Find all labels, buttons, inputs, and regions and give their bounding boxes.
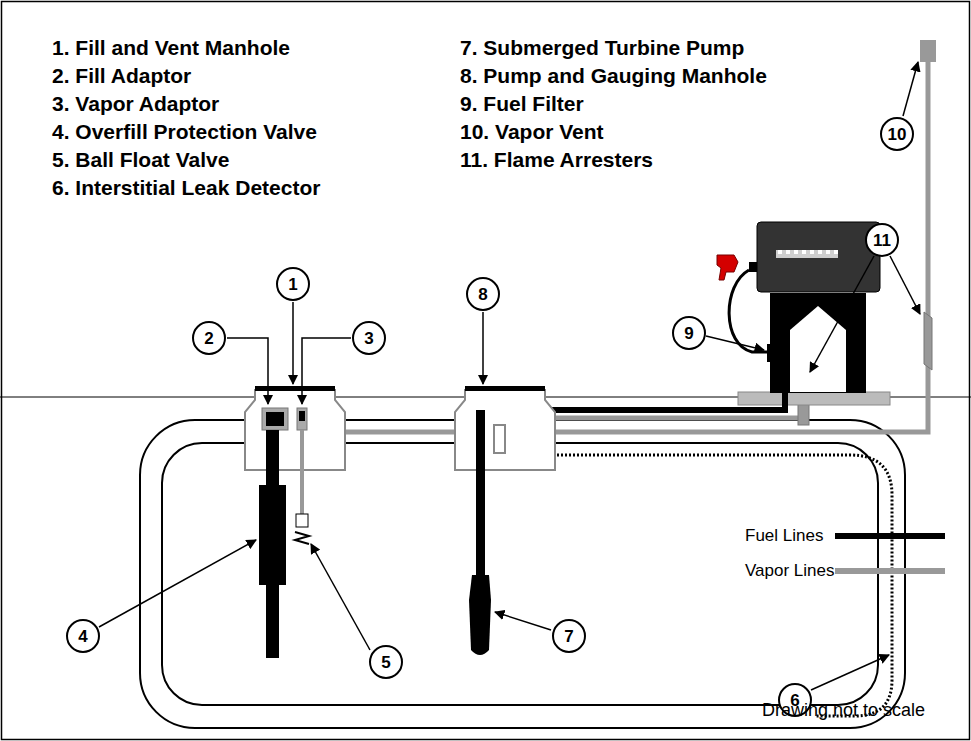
callout-number: 11: [873, 232, 891, 249]
leader-line: [482, 312, 484, 384]
manhole-cover: [255, 386, 335, 391]
hose-fitting: [749, 262, 757, 272]
scale-note: Drawing not to scale: [762, 700, 925, 721]
dispenser-display: [776, 250, 838, 258]
part-list-item: 6. Interstitial Leak Detector: [52, 176, 320, 200]
part-list-item: 4. Overfill Protection Valve: [52, 120, 317, 144]
legend-label: Fuel Lines: [745, 526, 823, 546]
fill-vent-manhole: [245, 390, 345, 470]
leak-detector-probe: [494, 425, 505, 453]
legend-fuel-sample: [835, 533, 945, 539]
dispenser-island: [738, 392, 890, 405]
leader-line: [890, 256, 920, 314]
vapor-vent-cap: [920, 40, 936, 62]
part-list-item: 8. Pump and Gauging Manhole: [460, 64, 767, 88]
callout-circle: 3: [352, 321, 386, 355]
fill-adaptor: [262, 408, 288, 430]
callout-circle: 9: [672, 316, 706, 350]
interstitial-sensor-line: [505, 455, 892, 716]
leader-line: [903, 62, 918, 116]
part-list-item: 9. Fuel Filter: [460, 92, 584, 116]
callout-number: 8: [478, 286, 487, 303]
callout-number: 10: [888, 126, 907, 143]
ball-float-valve: [295, 532, 309, 544]
vapor-adaptor-inner: [299, 411, 305, 421]
dispenser-opening: [790, 306, 846, 392]
vapor-drop-tube: [300, 430, 304, 514]
nozzle: [717, 255, 738, 280]
leader-line: [495, 612, 551, 630]
pump-column: [476, 410, 485, 580]
submerged-turbine-pump: [469, 575, 491, 655]
leader-line: [227, 338, 268, 404]
fuel-filter: [767, 344, 780, 362]
callout-circle: 8: [466, 277, 500, 311]
vapor-adaptor: [297, 408, 307, 430]
legend-label: Vapor Lines: [745, 561, 834, 581]
leader-line: [311, 544, 370, 650]
ball-float-body: [296, 514, 308, 527]
callout-number: 5: [381, 654, 390, 671]
leader-line: [99, 540, 256, 627]
dispenser-hose: [729, 270, 770, 352]
callout-number: 7: [564, 628, 573, 645]
callout-number: 4: [78, 628, 87, 645]
fill-adaptor-inner: [266, 412, 284, 426]
part-list-item: 11. Flame Arresters: [460, 148, 653, 172]
part-list-item: 7. Submerged Turbine Pump: [460, 36, 744, 60]
callout-circle: 5: [369, 645, 403, 679]
dispenser-head: [757, 222, 880, 292]
part-list-item: 2. Fill Adaptor: [52, 64, 191, 88]
manhole-cover: [465, 386, 545, 391]
vapor-vent-line: [345, 60, 928, 432]
callout-number: 2: [204, 330, 213, 347]
leader-line: [810, 256, 874, 372]
callout-number: 9: [684, 325, 693, 342]
leader-line: [292, 302, 294, 384]
part-list-item: 10. Vapor Vent: [460, 120, 604, 144]
callout-circle: 11: [865, 223, 899, 257]
legend-vapor-sample: [835, 568, 945, 574]
leader-line: [302, 338, 351, 404]
part-list-item: 1. Fill and Vent Manhole: [52, 36, 290, 60]
callout-circle: 4: [66, 619, 100, 653]
callout-circle: 10: [880, 117, 914, 151]
part-list-item: 5. Ball Float Valve: [52, 148, 229, 172]
callout-circle: 1: [276, 267, 310, 301]
part-list-item: 3. Vapor Adaptor: [52, 92, 219, 116]
leader-line: [706, 336, 764, 350]
callout-number: 3: [364, 330, 373, 347]
overfill-valve: [259, 485, 286, 585]
leader-line: [811, 655, 889, 690]
pump-gauging-manhole: [455, 390, 555, 470]
callout-circle: 7: [552, 619, 586, 653]
callout-circle: 2: [192, 321, 226, 355]
callout-number: 1: [288, 276, 297, 293]
flame-arrester: [924, 312, 932, 370]
